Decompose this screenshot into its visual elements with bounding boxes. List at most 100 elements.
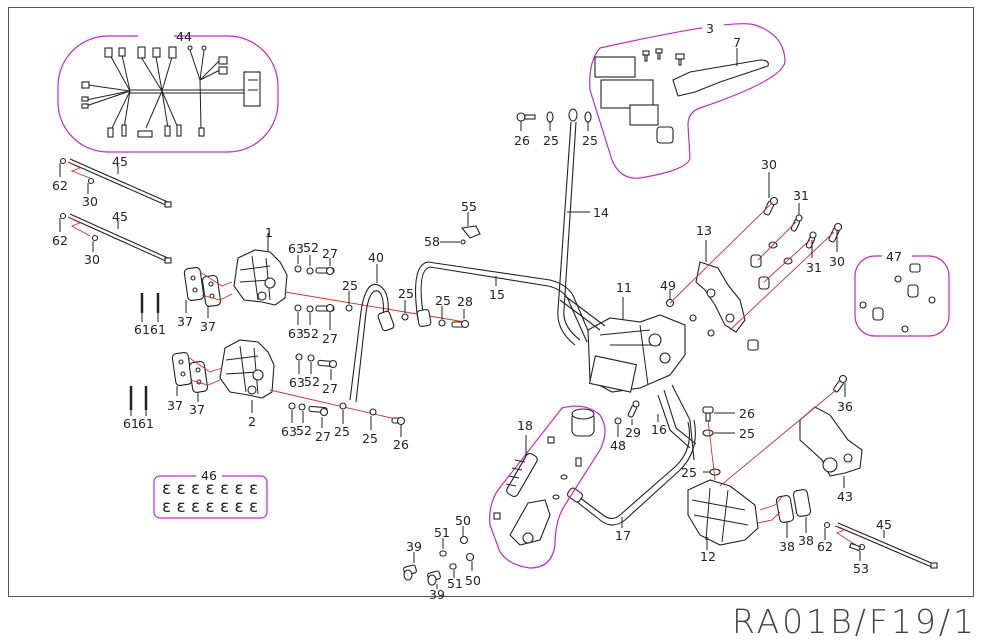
callout-2: 2 (248, 414, 256, 429)
callout-37-b: 37 (200, 319, 216, 334)
callout-36: 36 (837, 399, 853, 414)
clamp (629, 104, 659, 126)
clip-icon: ε (162, 497, 171, 517)
front-caliper-1[interactable]: 1 (233, 225, 288, 306)
callout-25-d: 25 (398, 286, 414, 301)
reservoir-cap (594, 56, 636, 78)
brake-pipe-45-lower[interactable]: 45 62 30 (52, 209, 172, 267)
brake-pipe-45-rear[interactable]: 45 62 53 (817, 517, 938, 576)
bolt-set-upper-1[interactable]: 63 52 27 (288, 240, 338, 276)
clamp-55[interactable]: 55 (460, 199, 481, 239)
bolt-36[interactable]: 36 (719, 374, 853, 487)
wiring-harness-group[interactable]: 44 (57, 29, 279, 153)
bolt-set-upper-2[interactable]: 63 52 27 (288, 303, 338, 347)
callout-50-a: 50 (455, 513, 471, 528)
callout-38-b: 38 (798, 533, 814, 548)
brake-hose-14[interactable]: 14 (557, 108, 609, 346)
screw-58[interactable]: 58 (424, 234, 466, 249)
pad-pins-61-lower[interactable]: 61 61 (123, 386, 154, 431)
banjo-bolt-28[interactable]: 28 (451, 294, 473, 329)
washers-25-upper[interactable]: 25 25 25 (342, 278, 451, 327)
callout-38-a: 38 (779, 539, 795, 554)
brake-lever-7 (672, 59, 769, 97)
callout-25-c: 25 (342, 278, 358, 293)
rear-caliper-bracket-43[interactable]: 43 (799, 406, 863, 504)
drawing-frame (8, 7, 974, 597)
abs-bracket-13[interactable]: 13 (689, 223, 746, 337)
callout-17: 17 (615, 528, 631, 543)
mount-bolts-30-31[interactable]: 30 31 31 30 (669, 157, 845, 351)
callout-27-a: 27 (322, 246, 338, 261)
callout-12: 12 (700, 549, 716, 564)
callout-31-a: 31 (793, 188, 809, 203)
callout-27-b: 27 (322, 331, 338, 346)
assembly-line-lower (269, 389, 401, 421)
screws (642, 48, 685, 66)
callout-37-c: 37 (167, 398, 183, 413)
nut-48[interactable]: 48 (610, 417, 626, 453)
rear-banjo-set[interactable]: 26 25 25 (681, 406, 755, 481)
brake-hose-15[interactable]: 15 (415, 261, 593, 343)
callout-7: 7 (733, 35, 741, 50)
callout-30-b: 30 (84, 252, 100, 267)
brake-hose-17[interactable]: 17 (566, 419, 696, 543)
callout-28: 28 (457, 294, 473, 309)
clip-icon: ε (177, 479, 186, 499)
front-caliper-2[interactable]: 2 (219, 339, 275, 429)
bolt-29[interactable]: 29 (625, 400, 641, 440)
callout-63-c: 63 (289, 375, 305, 390)
bolt-set-lower-1[interactable]: 63 52 27 (289, 353, 338, 396)
rear-brake-pads-38[interactable]: 38 38 (757, 489, 814, 554)
callout-13: 13 (696, 223, 712, 238)
clip-icon: ε (206, 497, 215, 517)
group-outline-18 (489, 405, 606, 569)
rear-master-cylinder-group[interactable]: 18 (489, 405, 606, 569)
pivot-parts[interactable]: 39 39 51 51 50 50 (403, 513, 481, 602)
nut-49[interactable]: 49 (660, 278, 676, 308)
callout-61-d: 61 (138, 416, 154, 431)
callout-62-c: 62 (817, 539, 833, 554)
callout-45-b: 45 (112, 209, 128, 224)
pad-pins-61-upper[interactable]: 61 61 (134, 293, 166, 337)
abs-unit-11[interactable]: 11 (559, 280, 686, 393)
callout-63-a: 63 (288, 241, 304, 256)
bolt-set-lower-2[interactable]: 63 52 27 (281, 402, 331, 444)
callout-37-a: 37 (177, 314, 193, 329)
banjo-set-top[interactable]: 26 25 25 (514, 111, 598, 148)
callout-25-a: 25 (334, 424, 350, 439)
clip-icon: ε (191, 497, 200, 517)
brake-hose-40[interactable]: 40 (349, 250, 395, 403)
clip-icon: ε (191, 479, 200, 499)
brake-pads-37-lower[interactable]: 37 37 (167, 352, 223, 417)
callout-39-b: 39 (429, 587, 445, 602)
callout-53: 53 (853, 561, 869, 576)
callout-50-b: 50 (465, 573, 481, 588)
rubber-mount-kit-47[interactable]: 47 (854, 249, 950, 337)
brake-pads-37-upper[interactable]: 37 37 (177, 267, 233, 334)
callout-52-b: 52 (303, 326, 319, 341)
callout-51-a: 51 (434, 525, 450, 540)
clip-icon: ε (206, 479, 215, 499)
callout-29: 29 (625, 425, 641, 440)
callout-31-b: 31 (806, 260, 822, 275)
callout-26-c: 26 (739, 406, 755, 421)
clip-icon: ε (235, 479, 244, 499)
callout-27-c: 27 (322, 381, 338, 396)
callout-46: 46 (201, 468, 217, 483)
callout-11: 11 (616, 280, 632, 295)
group-outline-3 (589, 23, 786, 179)
callout-52-a: 52 (303, 240, 319, 255)
callout-48: 48 (610, 438, 626, 453)
washers-25-lower[interactable]: 25 25 26 (334, 402, 409, 452)
rear-master-cylinder-body (509, 499, 551, 546)
rear-caliper-12[interactable]: 12 (687, 479, 759, 564)
callout-44: 44 (176, 29, 192, 44)
callout-49: 49 (660, 278, 676, 293)
brake-pipe-45-upper[interactable]: 45 62 30 (52, 154, 172, 209)
front-master-cylinder-group[interactable]: 3 7 (589, 21, 786, 179)
callout-47: 47 (886, 249, 902, 264)
brake-hose-16[interactable]: 16 (651, 384, 697, 461)
callout-61-b: 61 (150, 322, 166, 337)
